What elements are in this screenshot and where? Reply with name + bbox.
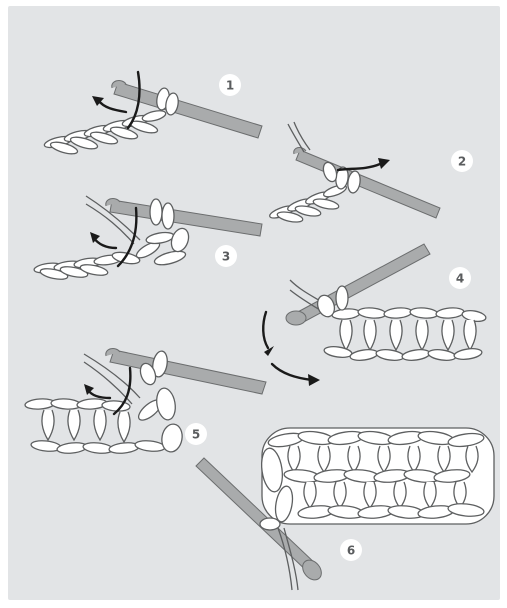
turn-arrow-down — [263, 312, 268, 348]
svg-text:6: 6 — [347, 544, 355, 558]
svg-text:4: 4 — [456, 272, 464, 286]
svg-text:5: 5 — [192, 428, 200, 442]
step-4-illustration — [263, 244, 486, 386]
step-3-illustration — [34, 196, 262, 281]
step-2-illustration — [268, 122, 440, 224]
stitch-row — [25, 350, 185, 455]
step-5-illustration — [25, 349, 266, 455]
crochet-hook — [110, 350, 266, 394]
step-number-1: 1 — [219, 74, 241, 96]
step-number-4: 4 — [449, 267, 471, 289]
svg-text:2: 2 — [458, 155, 466, 169]
step-number-6: 6 — [340, 539, 362, 561]
crochet-hook — [296, 150, 440, 218]
step-6-illustration — [196, 428, 494, 590]
svg-text:1: 1 — [226, 79, 234, 93]
turn-arrow-right — [272, 364, 312, 380]
svg-text:3: 3 — [222, 250, 230, 264]
stitch-row — [315, 286, 487, 362]
step-number-5: 5 — [185, 423, 207, 445]
finished-fabric — [259, 428, 494, 530]
step-number-2: 2 — [451, 150, 473, 172]
step-number-3: 3 — [215, 245, 237, 267]
